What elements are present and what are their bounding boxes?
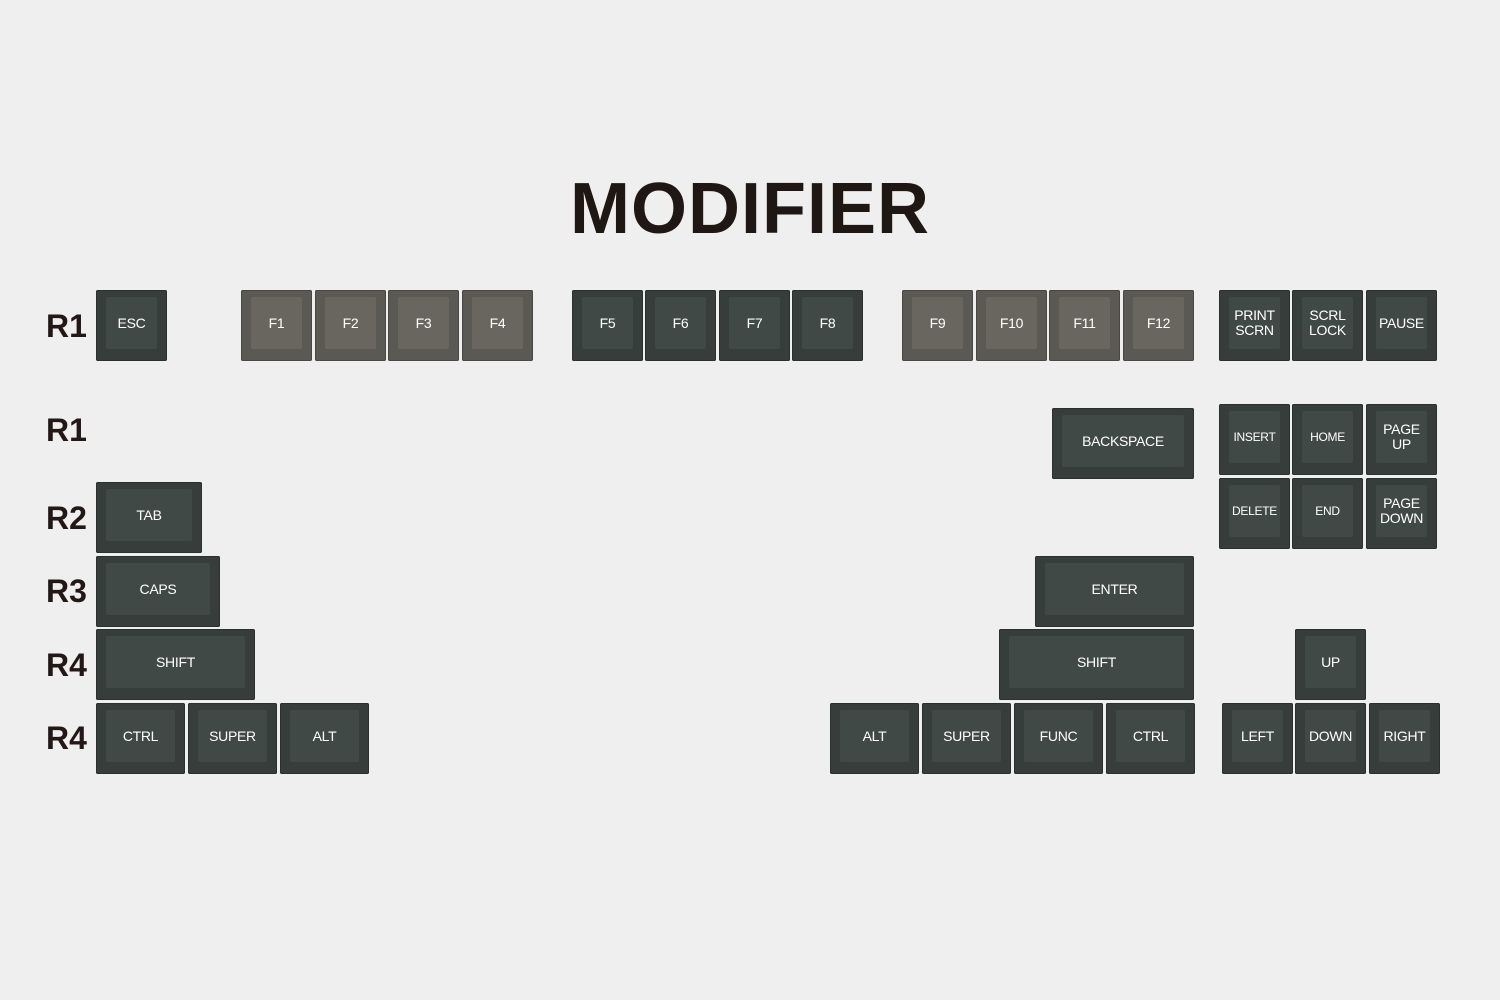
keycap-legend: DELETE [1232, 503, 1277, 518]
keycap-legend: HOME [1310, 429, 1345, 444]
keycap-legend: F8 [819, 314, 836, 331]
keycap-arrow-up: UP [1295, 629, 1366, 700]
keycap-legend: SUPER [943, 727, 990, 744]
keycap-legend: LEFT [1240, 727, 1275, 744]
keycap-insert: INSERT [1219, 404, 1290, 475]
keycap-shift-right: SHIFT [999, 629, 1194, 700]
keycap-caps: CAPS [96, 556, 220, 627]
row-label-r1-number: R1 [46, 412, 87, 448]
page-title: MODIFIER [570, 169, 930, 249]
keycap-f6: F6 [645, 290, 716, 361]
keycap-arrow-right: RIGHT [1369, 703, 1440, 774]
keycap-print-scrn: PRINT SCRN [1219, 290, 1290, 361]
keycap-legend: CAPS [139, 580, 177, 597]
keycap-end: END [1292, 478, 1363, 549]
keycap-f3: F3 [388, 290, 459, 361]
keycap-f12: F12 [1123, 290, 1194, 361]
keycap-ctrl-left: CTRL [96, 703, 185, 774]
keycap-legend: F10 [999, 314, 1024, 331]
keycap-legend: CTRL [122, 727, 159, 744]
keycap-tab: TAB [96, 482, 202, 553]
keycap-legend: RIGHT [1383, 727, 1426, 744]
keycap-legend: UP [1321, 653, 1340, 670]
keycap-arrow-down: DOWN [1295, 703, 1366, 774]
keycap-legend: INSERT [1233, 429, 1276, 444]
keycap-backspace: BACKSPACE [1052, 408, 1194, 479]
keycap-f5: F5 [572, 290, 643, 361]
keycap-legend: SCRL LOCK [1309, 307, 1346, 338]
keycap-arrow-left: LEFT [1222, 703, 1293, 774]
keycap-legend: TAB [136, 506, 162, 523]
row-label-r1-function: R1 [46, 308, 87, 344]
keycap-legend: F7 [746, 314, 763, 331]
keycap-legend: SUPER [209, 727, 256, 744]
keycap-legend: F5 [599, 314, 616, 331]
keycap-f8: F8 [792, 290, 863, 361]
keycap-legend: F12 [1146, 314, 1171, 331]
keycap-alt-left: ALT [280, 703, 369, 774]
keycap-legend: DOWN [1308, 727, 1353, 744]
row-label-r4-shift: R4 [46, 647, 87, 683]
row-label-r3: R3 [46, 573, 87, 609]
keycap-legend: F1 [268, 314, 285, 331]
keycap-legend: CTRL [1132, 727, 1169, 744]
keycap-scrl-lock: SCRL LOCK [1292, 290, 1363, 361]
keycap-legend: SHIFT [1077, 653, 1116, 670]
keycap-legend: F2 [342, 314, 359, 331]
keycap-legend: SHIFT [156, 653, 195, 670]
keycap-home: HOME [1292, 404, 1363, 475]
keycap-legend: PAGE UP [1383, 421, 1420, 452]
keycap-enter: ENTER [1035, 556, 1194, 627]
keycap-legend: F9 [929, 314, 946, 331]
keycap-shift-left: SHIFT [96, 629, 255, 700]
keycap-legend: F11 [1073, 314, 1096, 331]
row-label-r2: R2 [46, 500, 87, 536]
keycap-legend: PRINT SCRN [1234, 307, 1275, 338]
keycap-legend: F6 [672, 314, 689, 331]
keycap-pause: PAUSE [1366, 290, 1437, 361]
keycap-f2: F2 [315, 290, 386, 361]
keycap-page-up: PAGE UP [1366, 404, 1437, 475]
keycap-legend: ALT [312, 727, 337, 744]
row-label-r4-bottom: R4 [46, 720, 87, 756]
keycap-legend: END [1315, 503, 1340, 518]
keycap-legend: F3 [415, 314, 432, 331]
keycap-legend: ESC [117, 314, 146, 331]
keycap-f1: F1 [241, 290, 312, 361]
keycap-delete: DELETE [1219, 478, 1290, 549]
keycap-super-right: SUPER [922, 703, 1011, 774]
keycap-esc: ESC [96, 290, 167, 361]
keycap-f7: F7 [719, 290, 790, 361]
keycap-f4: F4 [462, 290, 533, 361]
keycap-legend: ALT [862, 727, 887, 744]
keycap-func: FUNC [1014, 703, 1103, 774]
keycap-f11: F11 [1049, 290, 1120, 361]
keycap-alt-right: ALT [830, 703, 919, 774]
keycap-legend: PAGE DOWN [1379, 495, 1424, 526]
keycap-legend: BACKSPACE [1082, 432, 1164, 449]
keycap-legend: F4 [489, 314, 506, 331]
keycap-legend: FUNC [1039, 727, 1078, 744]
keycap-ctrl-right: CTRL [1106, 703, 1195, 774]
keycap-f10: F10 [976, 290, 1047, 361]
keycap-legend: ENTER [1091, 580, 1138, 597]
keycap-super-left: SUPER [188, 703, 277, 774]
keycap-f9: F9 [902, 290, 973, 361]
keycap-page-down: PAGE DOWN [1366, 478, 1437, 549]
keycap-legend: PAUSE [1379, 314, 1424, 331]
